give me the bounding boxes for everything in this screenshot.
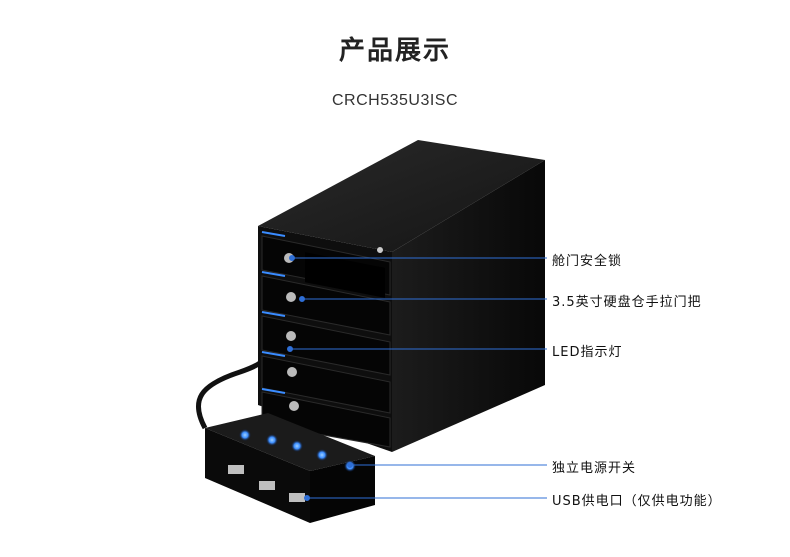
callout-hdd-door-handle: 3.5英寸硬盘仓手拉门把 (552, 295, 702, 310)
drive-bays (261, 231, 391, 448)
model-number: CRCH535U3ISC (331, 92, 459, 109)
usb-cable (195, 343, 268, 430)
callout-led: LED指示灯 (552, 345, 623, 360)
callout-hatch-lock: 舱门安全锁 (552, 254, 623, 269)
power-switch-icon (239, 429, 356, 472)
callout-usb-power: USB供电口（仅供电功能） (552, 494, 722, 509)
page-title: 产品展示 (338, 36, 451, 66)
enclosure-side (392, 160, 545, 452)
usb-port-icon (228, 465, 305, 502)
usb-hub (205, 413, 375, 523)
power-indicator-icon (377, 247, 383, 253)
enclosure-top (258, 140, 545, 252)
callout-power-switch: 独立电源开关 (552, 461, 637, 476)
